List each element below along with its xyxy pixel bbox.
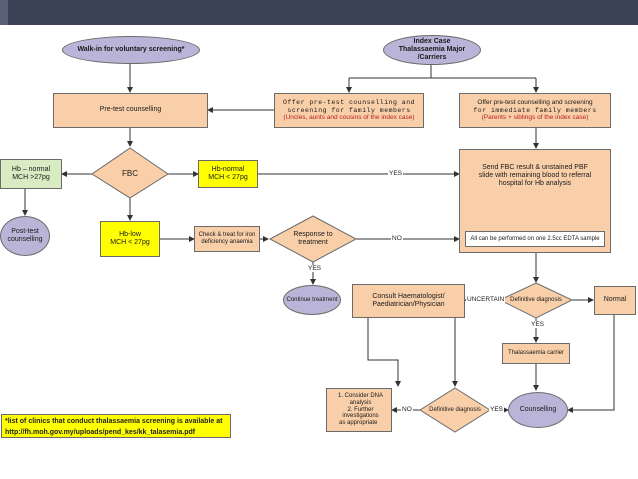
response-line2: treatment bbox=[298, 239, 328, 246]
send-fbc-line1: Send FBC result & unstained PBF bbox=[482, 164, 588, 171]
check-treat-line1: Check & treat for iron bbox=[198, 232, 256, 239]
hb-normal-left-node: Hb – normal MCH >27pg bbox=[0, 159, 62, 189]
consult-line2: Paediatrician/Physician bbox=[372, 301, 445, 308]
offer-immediate-line2: for immediate family members bbox=[473, 106, 597, 114]
consider-dna-line3: as appropriate bbox=[339, 420, 378, 427]
hb-normal-left-line1: Hb – normal bbox=[11, 165, 51, 173]
consider-dna-line1: 1. Consider DNA analysis bbox=[337, 392, 384, 406]
label-yes-definitive1: YES bbox=[530, 321, 546, 328]
consult-node: Consult Haematologist/ Paediatrician/Phy… bbox=[352, 284, 465, 318]
index-case-node: Index Case Thalassaemia Major /Carriers bbox=[383, 35, 481, 65]
response-label: Response to treatment bbox=[285, 229, 341, 249]
label-no-definitive2: NO bbox=[401, 406, 413, 413]
post-test-line2: counselling bbox=[7, 236, 43, 243]
counselling-node: Counselling bbox=[508, 392, 568, 428]
definitive-diamond-2 bbox=[419, 387, 491, 433]
index-case-line2: Thalassaemia Major /Carriers bbox=[398, 45, 466, 62]
edge-normal-counselling bbox=[567, 315, 615, 413]
hb-low-node: Hb-low MCH < 27pg bbox=[100, 221, 160, 257]
consider-dna-line2: 2. Further investigations bbox=[342, 406, 379, 420]
label-no-response: NO bbox=[391, 235, 403, 242]
fbc-label: FBC bbox=[122, 169, 138, 179]
offer-immediate-note: (Parents + siblings of the index case) bbox=[481, 114, 589, 122]
post-test-node: Post-test counselling bbox=[0, 216, 50, 256]
label-yes-hbnormal: YES bbox=[388, 170, 404, 177]
edta-note: All can be performed on one 2.5cc EDTA s… bbox=[465, 231, 605, 247]
label-uncertain: UNCERTAIN bbox=[466, 296, 506, 303]
top-bar-accent bbox=[0, 0, 8, 25]
check-treat-line2: deficiency anaemia bbox=[201, 239, 253, 245]
normal-node: Normal bbox=[594, 286, 636, 315]
offer-family-line1: Offer pre-test counselling and bbox=[282, 99, 416, 107]
check-treat-node: Check & treat for iron deficiency anaemi… bbox=[194, 226, 260, 252]
hb-low-line2: MCH < 27pg bbox=[110, 239, 150, 246]
definitive-1-label: Definitive diagnosis bbox=[510, 296, 562, 303]
hb-normal-mid-line2: MCH < 27pg bbox=[208, 174, 248, 181]
post-test-line1: Post-test bbox=[11, 227, 39, 235]
index-case-line1: Index Case bbox=[413, 37, 451, 45]
page-number: 33 bbox=[606, 6, 618, 20]
offer-immediate-line1: Offer pre-test counselling and screening bbox=[477, 99, 593, 107]
label-yes-response: YES bbox=[307, 265, 323, 272]
hb-low-line1: Hb-low bbox=[119, 230, 141, 238]
send-fbc-line2: slide with remaining blood to referral bbox=[478, 172, 592, 180]
response-diamond bbox=[268, 215, 358, 263]
continue-treatment-node: Continue treatment bbox=[283, 285, 341, 315]
consider-dna-node: 1. Consider DNA analysis 2. Further inve… bbox=[326, 388, 392, 432]
definitive-2-label: Definitive diagnosis bbox=[429, 406, 481, 413]
hb-normal-left-line2: MCH >27pg bbox=[12, 174, 50, 181]
hb-normal-mid-node: Hb-normal MCH < 27pg bbox=[198, 160, 258, 188]
offer-family-line2: screening for family members bbox=[287, 106, 411, 114]
label-yes-definitive2: YES bbox=[489, 406, 505, 413]
carrier-node: Thalassaemia carrier bbox=[502, 343, 570, 364]
consult-line1: Consult Haematologist/ bbox=[372, 292, 445, 300]
footer-text: *list of clinics that conduct thalassaem… bbox=[5, 418, 223, 425]
response-line1: Response to bbox=[293, 230, 333, 238]
offer-family-node: Offer pre-test counselling and screening… bbox=[274, 93, 424, 128]
fbc-diamond bbox=[91, 147, 169, 199]
edge-consult-dna bbox=[367, 318, 401, 387]
offer-family-note: (Uncles, aunts and cousins of the index … bbox=[283, 114, 415, 122]
pretest-counselling-node: Pre-test counselling bbox=[53, 93, 208, 128]
footer-note: *list of clinics that conduct thalassaem… bbox=[1, 414, 231, 438]
offer-immediate-node: Offer pre-test counselling and screening… bbox=[459, 93, 611, 128]
slide-top-bar bbox=[0, 0, 638, 25]
definitive-diamond-1 bbox=[498, 282, 574, 319]
footer-url[interactable]: http://fh.moh.gov.my/uploads/pend_kes/kk… bbox=[5, 429, 196, 436]
hb-normal-mid-line1: Hb-normal bbox=[211, 165, 245, 173]
send-fbc-line3: hospital for Hb analysis bbox=[498, 180, 572, 188]
walk-in-node: Walk-in for voluntary screening* bbox=[62, 36, 200, 64]
